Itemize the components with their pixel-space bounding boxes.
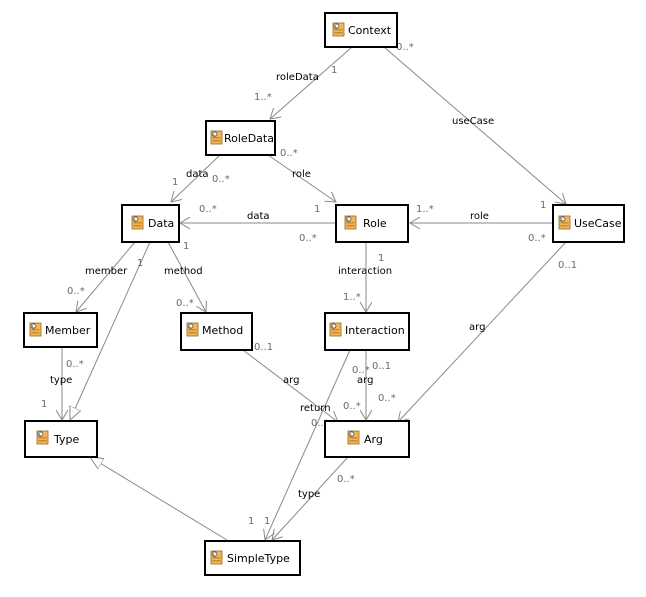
source-multiplicity: 0..* [352, 365, 370, 376]
edge-name: arg [469, 322, 485, 333]
class-roledata[interactable]: RoleData [205, 120, 276, 156]
source-multiplicity: 0..1 [558, 260, 577, 271]
source-multiplicity: 0..1 [254, 342, 273, 353]
edge-role-data[interactable]: data 0..* 0..* [180, 204, 336, 244]
edge-member-type[interactable]: type 0..* 1 [41, 347, 84, 420]
class-icon [332, 22, 345, 37]
class-name: Type [53, 433, 79, 446]
class-icon [186, 322, 199, 337]
edge-simpletype-type[interactable]: 0..* [90, 418, 329, 541]
edge-name: role [470, 211, 489, 222]
class-icon [210, 550, 223, 565]
target-multiplicity: 0..* [176, 298, 194, 309]
source-multiplicity: 0..* [528, 233, 546, 244]
edge-name: method [164, 266, 203, 277]
class-interaction[interactable]: Interaction [324, 312, 410, 351]
edge-name: roleData [276, 72, 319, 83]
target-multiplicity: 1..* [416, 204, 434, 215]
target-multiplicity: 1 [264, 516, 270, 527]
class-icon [36, 430, 49, 445]
class-name: UseCase [574, 217, 622, 230]
class-simpletype[interactable]: SimpleType [204, 540, 301, 576]
class-name: Arg [364, 433, 383, 446]
edge-name: data [247, 211, 270, 222]
edge-name: useCase [452, 116, 494, 127]
edge-method-arg[interactable]: arg 0..1 0..* [243, 342, 361, 422]
edge-interaction-simpletype[interactable]: return 0..* 1 [264, 349, 370, 540]
edge-name: member [85, 266, 128, 277]
edge-usecase-arg[interactable]: arg 0..1 [398, 242, 577, 422]
class-icon [329, 322, 342, 337]
source-multiplicity: 1 [137, 258, 143, 269]
target-multiplicity: 0..* [311, 418, 329, 429]
class-name: RoleData [224, 132, 274, 145]
source-multiplicity: 0..* [337, 474, 355, 485]
class-context[interactable]: Context [324, 12, 398, 48]
class-name: Method [202, 324, 243, 337]
class-icon [344, 215, 357, 230]
class-type[interactable]: Type [24, 420, 98, 458]
edge-usecase-role[interactable]: role 0..* 1..* [410, 204, 553, 244]
edge-data-member[interactable]: member 0..* [67, 242, 135, 312]
class-name: Role [363, 217, 387, 230]
edge-data-type[interactable]: 1 [70, 241, 151, 420]
edge-roledata-data[interactable]: data 0..* 1 [171, 154, 230, 202]
class-usecase[interactable]: UseCase [552, 204, 625, 243]
target-multiplicity: 1 [314, 204, 320, 215]
edge-arg-simpletype[interactable]: type 0..* 1 [248, 456, 355, 540]
edge-name: type [50, 375, 72, 386]
edge-interaction-arg[interactable]: arg 0..1 0..* [357, 350, 396, 420]
class-arg[interactable]: Arg [324, 420, 410, 458]
target-multiplicity: 1 [172, 177, 178, 188]
edge-name: return [300, 403, 331, 414]
edge-role-interaction[interactable]: interaction 1 1..* [338, 242, 392, 312]
target-multiplicity: 1..* [254, 92, 272, 103]
class-name: SimpleType [227, 552, 290, 565]
source-multiplicity: 0..1 [372, 361, 391, 372]
target-multiplicity: 0..* [199, 204, 217, 215]
source-multiplicity: 1 [183, 241, 189, 252]
target-multiplicity: 0..* [378, 393, 396, 404]
target-multiplicity: 1 [41, 399, 47, 410]
class-role[interactable]: Role [335, 204, 409, 243]
edge-data-method[interactable]: method 1 0..* [164, 241, 206, 312]
target-multiplicity: 1 [540, 200, 546, 211]
edge-name: type [298, 489, 320, 500]
class-name: Member [45, 324, 91, 337]
source-multiplicity: 1 [331, 65, 337, 76]
class-member[interactable]: Member [23, 312, 98, 348]
class-icon [558, 215, 571, 230]
class-icon [131, 215, 144, 230]
source-multiplicity: 0..* [299, 233, 317, 244]
source-multiplicity: 0..* [396, 42, 414, 53]
target-multiplicity: 1 [248, 516, 254, 527]
edge-roledata-role[interactable]: role 0..* 1 [267, 148, 336, 215]
edge-context-roledata[interactable]: roleData 1 1..* [254, 47, 352, 119]
edge-name: arg [357, 375, 373, 386]
target-multiplicity: 0..* [67, 286, 85, 297]
class-icon [29, 322, 42, 337]
class-name: Data [148, 217, 174, 230]
edge-name: interaction [338, 266, 392, 277]
class-name: Interaction [345, 324, 405, 337]
edge-name: role [292, 169, 311, 180]
edge-name: arg [283, 375, 299, 386]
edge-name: data [186, 169, 209, 180]
class-data[interactable]: Data [121, 204, 180, 243]
class-icon [347, 430, 360, 445]
source-multiplicity: 0..* [212, 174, 230, 185]
class-method[interactable]: Method [180, 312, 253, 351]
target-multiplicity: 1..* [343, 292, 361, 303]
source-multiplicity: 1 [378, 253, 384, 264]
edge-context-usecase[interactable]: useCase 0..* 1 [383, 42, 566, 211]
class-name: Context [348, 24, 392, 37]
class-icon [210, 130, 223, 145]
target-multiplicity: 0..* [343, 401, 361, 412]
source-multiplicity: 0..* [66, 359, 84, 370]
source-multiplicity: 0..* [280, 148, 298, 159]
